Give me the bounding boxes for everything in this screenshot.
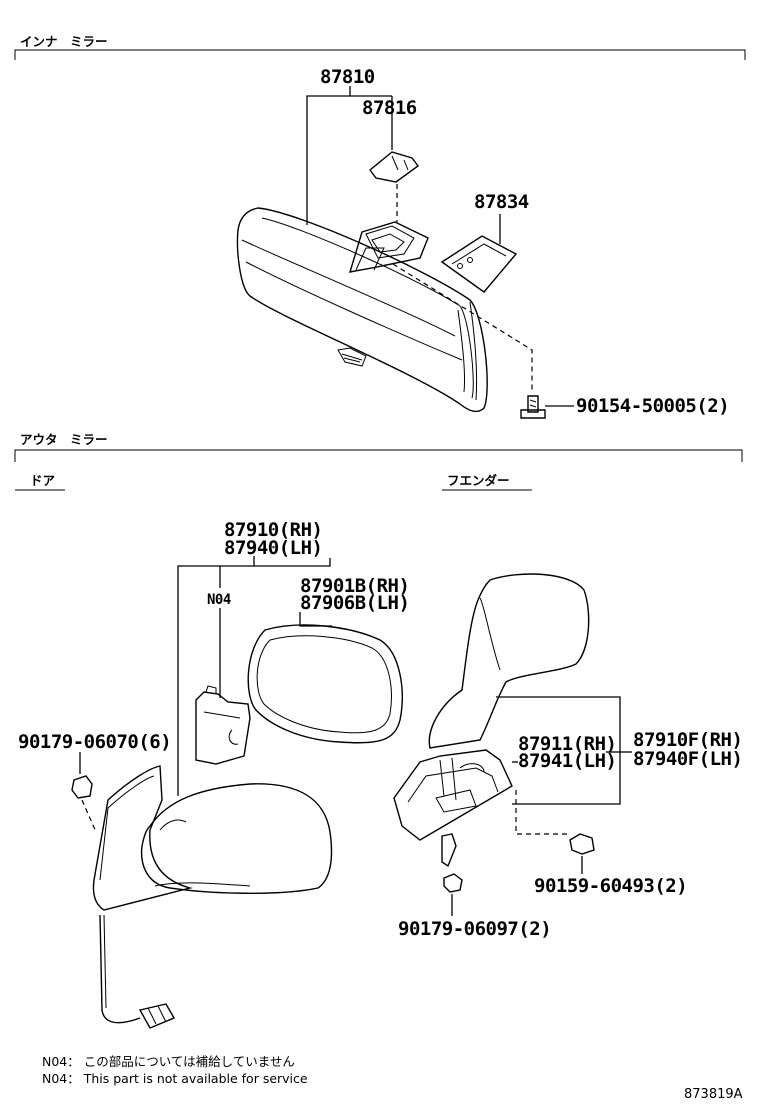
- cover-87834: [440, 235, 518, 293]
- section-outer-mirror: アウタ ミラー: [20, 432, 108, 447]
- label-87940: 87940(LH): [224, 537, 322, 559]
- label-87910: 87910(RH): [224, 519, 322, 541]
- clip-87816: [369, 151, 419, 183]
- section-door: ドア: [30, 473, 55, 488]
- label-87906b: 87906B(LH): [300, 592, 409, 614]
- nut-90179-06097: [443, 873, 463, 893]
- label-87911: 87911(RH): [518, 733, 616, 755]
- label-87940f: 87940F(LH): [633, 748, 742, 770]
- leader-90159-dash: [515, 790, 568, 835]
- label-n04: N04: [207, 592, 231, 608]
- label-90179b: 90179-06097(2): [398, 918, 551, 940]
- leader-87901b: [299, 612, 332, 627]
- label-90179a: 90179-06070(6): [18, 731, 171, 753]
- leader-87910f: [496, 696, 621, 805]
- label-87901b: 87901B(RH): [300, 575, 409, 597]
- leader-90179a-dash: [81, 799, 97, 833]
- section-fender: フエンダー: [447, 473, 510, 488]
- section-inner-mirror: インナ ミラー: [20, 34, 108, 49]
- leader-87810: [306, 86, 351, 225]
- screw-90154: [520, 395, 546, 419]
- outer-mirror-bracket: [14, 449, 743, 462]
- label-87910f: 87910F(RH): [633, 729, 742, 751]
- label-90159: 90159-60493(2): [534, 875, 687, 897]
- label-87941: 87941(LH): [518, 750, 616, 772]
- mirror-motor-n04: [195, 685, 251, 765]
- label-87816: 87816: [362, 97, 417, 119]
- door-mirror-assembly: [92, 765, 333, 1029]
- screw-90159: [569, 833, 595, 855]
- label-87810: 87810: [320, 66, 375, 88]
- note-n04-jp: N04： この部品については補給していません: [42, 1054, 295, 1069]
- inner-mirror-bracket: [14, 49, 746, 60]
- inner-mirror-body: [236, 207, 488, 413]
- nut-90179-06070: [71, 775, 93, 799]
- label-90154: 90154-50005(2): [576, 395, 729, 417]
- mirror-glass-87901b: [247, 624, 403, 744]
- label-87834: 87834: [474, 191, 529, 213]
- diagram-id: 873819A: [684, 1087, 743, 1102]
- fender-mirror-assembly: [393, 573, 590, 868]
- leader-90154-dash: [392, 263, 533, 392]
- note-n04-en: N04： This part is not available for serv…: [42, 1071, 308, 1086]
